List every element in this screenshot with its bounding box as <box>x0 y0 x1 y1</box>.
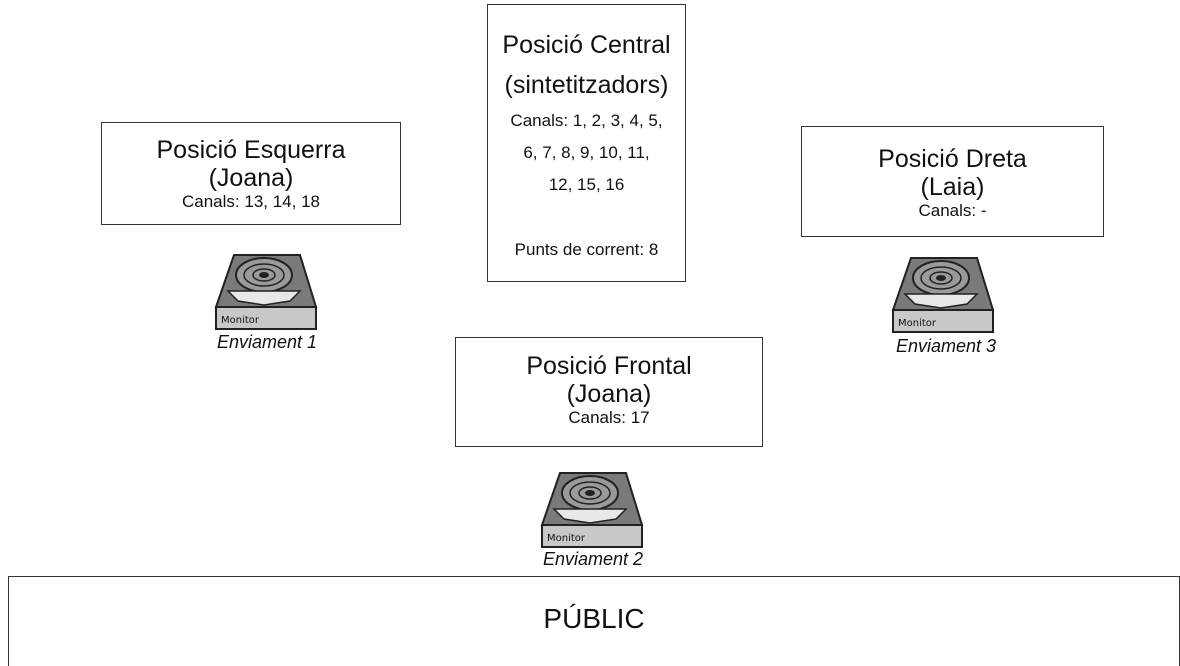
front-position-box: Posició Frontal (Joana) Canals: 17 <box>455 337 763 447</box>
left-position-box: Posició Esquerra (Joana) Canals: 13, 14,… <box>101 122 401 225</box>
front-position-title: Posició Frontal <box>526 352 692 380</box>
send-label-1: Enviament 1 <box>216 332 318 352</box>
right-position-channels: Canals: - <box>918 201 987 220</box>
audience-area: PÚBLIC <box>8 576 1180 666</box>
center-position-channels-line1: Canals: 1, 2, 3, 4, 5, <box>510 111 663 130</box>
center-position-channels-line3: 12, 15, 16 <box>548 175 625 194</box>
monitor-wedge-3: Monitor <box>891 256 995 334</box>
monitor-icon: Monitor <box>214 254 318 330</box>
right-position-person: (Laia) <box>920 173 985 201</box>
right-position-box: Posició Dreta (Laia) Canals: - <box>801 126 1104 237</box>
right-position-title: Posició Dreta <box>878 145 1027 173</box>
monitor-label-3: Monitor <box>898 318 937 329</box>
send-label-2: Enviament 2 <box>542 549 644 569</box>
left-position-person: (Joana) <box>208 164 294 192</box>
monitor-wedge-1: Monitor <box>214 253 318 331</box>
center-position-power-points: Punts de corrent: 8 <box>514 240 659 259</box>
center-position-box: Posició Central (sintetitzadors) Canals:… <box>487 4 686 282</box>
center-position-channels-line2: 6, 7, 8, 9, 10, 11, <box>523 143 650 162</box>
front-position-channels: Canals: 17 <box>568 408 650 427</box>
front-position-person: (Joana) <box>566 380 652 408</box>
left-position-channels: Canals: 13, 14, 18 <box>182 192 320 211</box>
left-position-title: Posició Esquerra <box>156 136 346 164</box>
monitor-label-1: Monitor <box>221 315 260 326</box>
monitor-icon: Monitor <box>891 257 995 333</box>
monitor-wedge-2: Monitor <box>540 471 644 549</box>
center-position-subtitle: (sintetitzadors) <box>504 71 669 99</box>
center-position-title: Posició Central <box>502 31 671 59</box>
send-label-3: Enviament 3 <box>895 336 997 356</box>
monitor-icon: Monitor <box>540 472 644 548</box>
audience-label: PÚBLIC <box>543 603 645 634</box>
monitor-label-2: Monitor <box>547 533 586 544</box>
